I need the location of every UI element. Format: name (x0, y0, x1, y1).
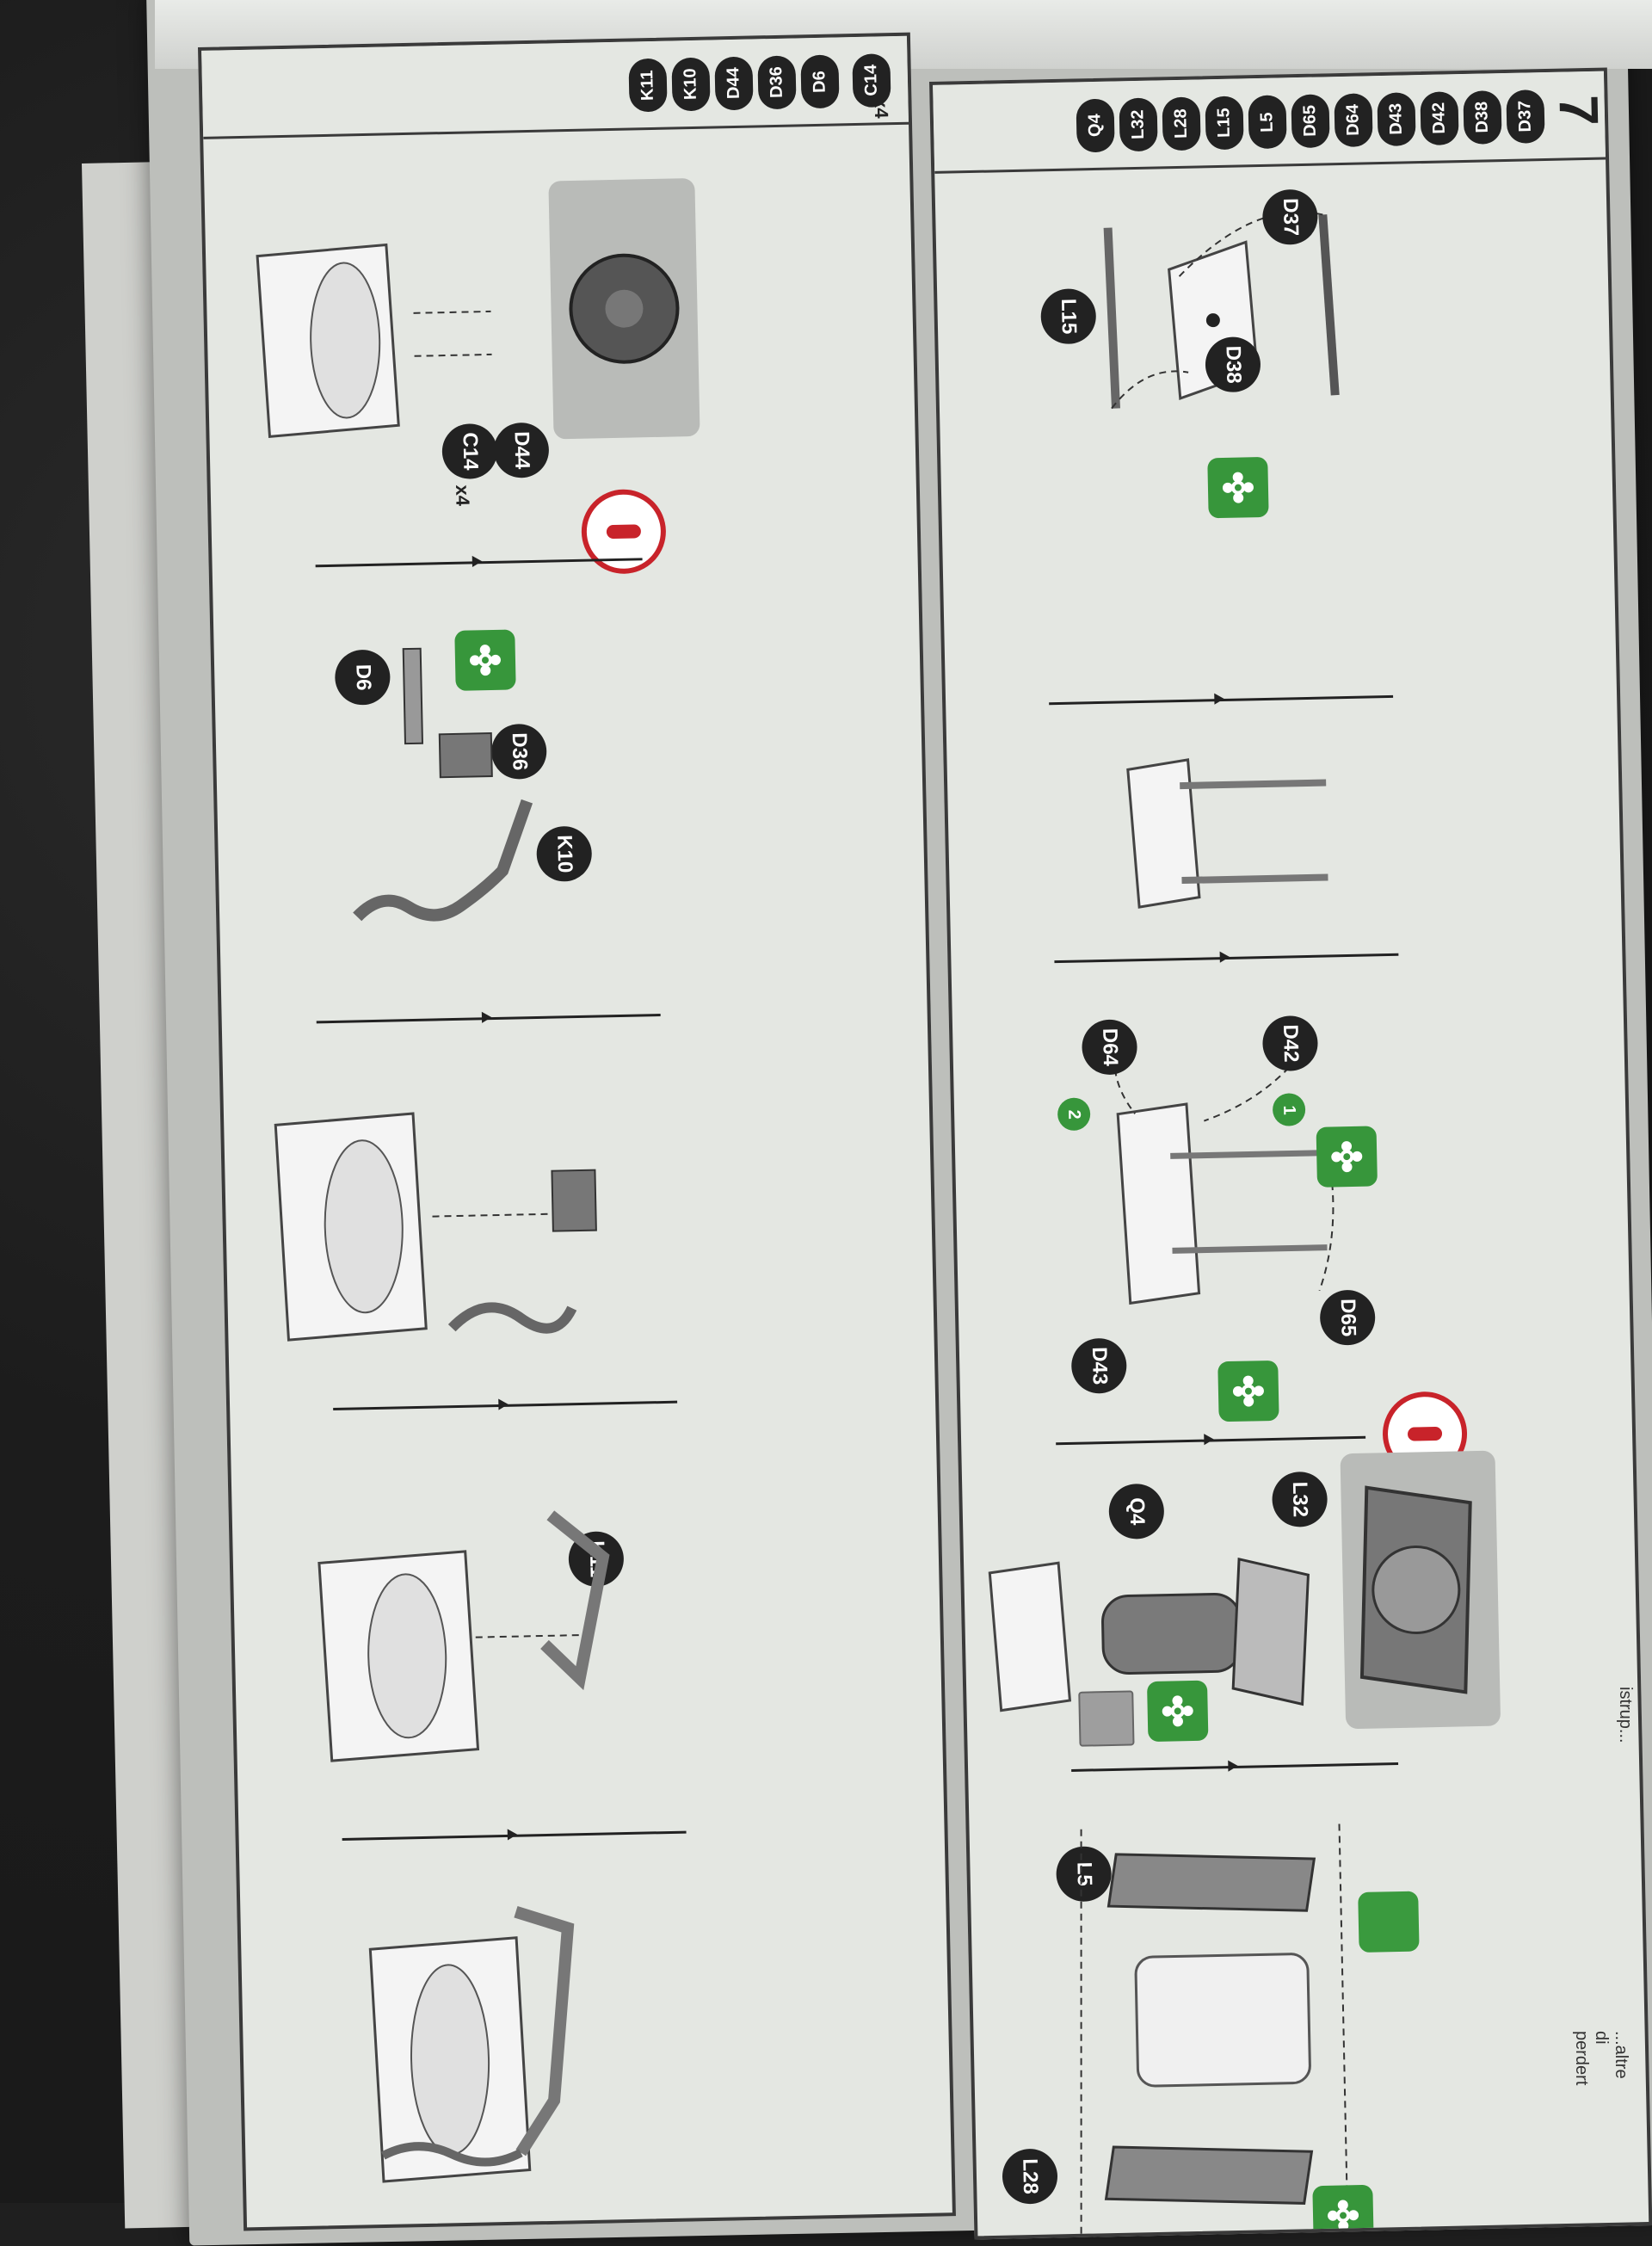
flower-icon (469, 645, 501, 676)
step-divider-8 (342, 1830, 687, 1841)
crank-arm-sketch (353, 647, 533, 922)
qty-c14: x4 (870, 96, 892, 119)
footer-text-fragment-2: istrup... (1616, 1687, 1635, 1743)
part-badge-d43: D43 (1377, 92, 1416, 147)
warning-icon (580, 488, 667, 575)
frame-end-sketch (1080, 1823, 1349, 2240)
flower-icon (1328, 2200, 1359, 2231)
label-l32: L32 (1271, 1471, 1328, 1528)
final-assembly-sketch (368, 1906, 575, 2183)
label-d43: D43 (1070, 1337, 1127, 1394)
flower-icon (1331, 1141, 1363, 1173)
step-divider-3 (1056, 1435, 1366, 1446)
parts-list-upper: 7 D37 D38 D42 D43 D64 D65 L5 L15 L28 L32… (933, 71, 1610, 174)
footer-text-fragment-1: ...altre di perdert (1572, 2031, 1630, 2086)
disc-detail-box (548, 177, 700, 440)
frame-with-crank-sketch (274, 1112, 597, 1342)
glue-tag-5 (1358, 1891, 1420, 1953)
part-badge-d37: D37 (1506, 89, 1545, 144)
frame-sketch-3 (1113, 1045, 1335, 1305)
label-q4: Q4 (1108, 1483, 1165, 1539)
label-l28: L28 (1002, 2148, 1058, 2205)
part-badge-l15: L15 (1205, 96, 1244, 151)
tape-icon (1078, 1690, 1135, 1747)
frame-sketch-2 (1126, 758, 1328, 909)
glue-tag-1 (1207, 456, 1269, 519)
part-badge-l32: L32 (1119, 97, 1158, 152)
glue-tag-2 (1316, 1126, 1378, 1188)
part-badge-k10: K10 (671, 57, 711, 112)
part-badge-l5: L5 (1248, 95, 1287, 150)
glue-tag-3 (1217, 1360, 1279, 1422)
part-badge-d42: D42 (1420, 91, 1459, 146)
step-divider-2 (1054, 953, 1399, 964)
part-badge-k11: K11 (628, 58, 668, 113)
part-badge-d38: D38 (1463, 90, 1502, 145)
flower-icon (1232, 1375, 1264, 1407)
part-badge-d44: D44 (714, 56, 754, 111)
frame-with-handle-sketch (317, 1510, 610, 1762)
disc-detail-sketch (569, 253, 680, 364)
label-d44: D44 (493, 422, 550, 478)
part-badge-d64: D64 (1334, 93, 1373, 148)
part-badge-d65: D65 (1291, 94, 1330, 149)
step-number: 7 (1547, 94, 1611, 126)
frame-with-disc-sketch (256, 243, 492, 438)
part-badge-d36: D36 (757, 55, 797, 110)
glue-tag-4 (1146, 1680, 1209, 1743)
step-divider-4 (1071, 1762, 1399, 1772)
glue-tag-6 (1312, 2184, 1374, 2240)
part-badge-l28: L28 (1162, 96, 1201, 151)
part-badge-d6: D6 (800, 54, 840, 109)
step-divider-6 (316, 1013, 661, 1024)
step-divider-5 (315, 558, 643, 568)
lid-detail-sketch (1359, 1485, 1472, 1694)
parts-list-lower: C14 x4 D6 D36 D44 K10 K11 (201, 35, 909, 139)
glue-tag-7 (454, 629, 516, 691)
detail-callout-box (1340, 1450, 1501, 1730)
step-panel-upper: 7 D37 D38 D42 D43 D64 D65 L5 L15 L28 L32… (929, 67, 1652, 2240)
label-c14: C14 (441, 423, 498, 480)
qty-c14-detail: x4 (451, 484, 474, 507)
tube-assembly-sketch (988, 1557, 1310, 1712)
step-panel-lower: C14 x4 D6 D36 D44 K10 K11 C14 x4 D44 D6 … (198, 32, 956, 2231)
step-divider-7 (333, 1400, 678, 1411)
flower-icon (1222, 472, 1254, 503)
part-badge-q4: Q4 (1076, 98, 1115, 153)
step-divider-1 (1049, 694, 1394, 706)
flower-icon (1162, 1695, 1193, 1727)
